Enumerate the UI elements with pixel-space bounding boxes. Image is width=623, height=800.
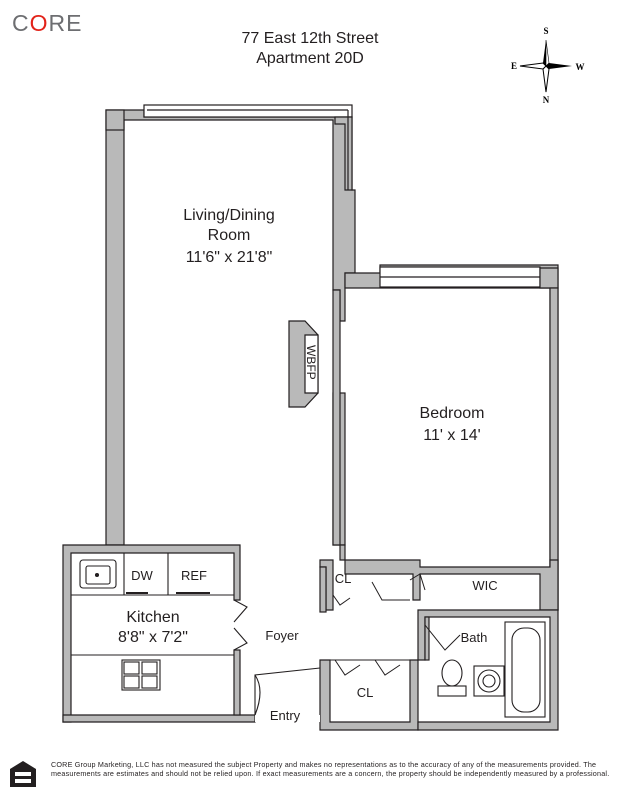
closet-lower-label: CL [357, 685, 374, 700]
wic-label: WIC [472, 578, 497, 593]
closet-upper-label: CL [335, 571, 352, 586]
bath-label: Bath [461, 630, 488, 645]
bath-fixtures [437, 621, 546, 718]
compass-e: E [511, 61, 517, 71]
compass-s: S [543, 26, 548, 36]
closet-doors [330, 573, 461, 676]
living-size: 11'6" x 21'8" [186, 249, 273, 266]
kitchen-fixtures [71, 553, 321, 716]
stove-icon [121, 659, 161, 691]
ref-label: REF [181, 568, 207, 583]
floor-plan: S N E W [62, 26, 585, 731]
entry-label: Entry [270, 708, 301, 723]
compass-n: N [543, 95, 550, 105]
dw-label: DW [131, 568, 153, 583]
address-line-2: Apartment 20D [256, 50, 364, 67]
equal-housing-icon [10, 761, 36, 787]
core-logo: CORE [12, 10, 82, 37]
logo-o: O [29, 10, 49, 36]
wbfp-label: WBFP [304, 345, 318, 380]
living-name-1: Living/Dining [183, 207, 275, 224]
kitchen-size: 8'8" x 7'2" [118, 629, 188, 646]
bedroom-size: 11' x 14' [423, 427, 480, 444]
disclaimer: CORE Group Marketing, LLC has not measur… [51, 760, 610, 778]
compass-rose-icon: S N E W [511, 26, 585, 105]
toilet-icon [441, 659, 463, 687]
sink-icon [79, 559, 117, 589]
walls [62, 104, 559, 731]
bedroom-name: Bedroom [420, 405, 485, 422]
compass-w: W [576, 62, 585, 72]
foyer-label: Foyer [265, 628, 299, 643]
kitchen-name: Kitchen [126, 609, 179, 626]
logo-re: RE [48, 10, 83, 36]
sink-basin-icon [477, 669, 501, 693]
living-name-2: Room [208, 227, 251, 244]
logo-c: C [12, 10, 30, 36]
address-line-1: 77 East 12th Street [241, 30, 379, 47]
